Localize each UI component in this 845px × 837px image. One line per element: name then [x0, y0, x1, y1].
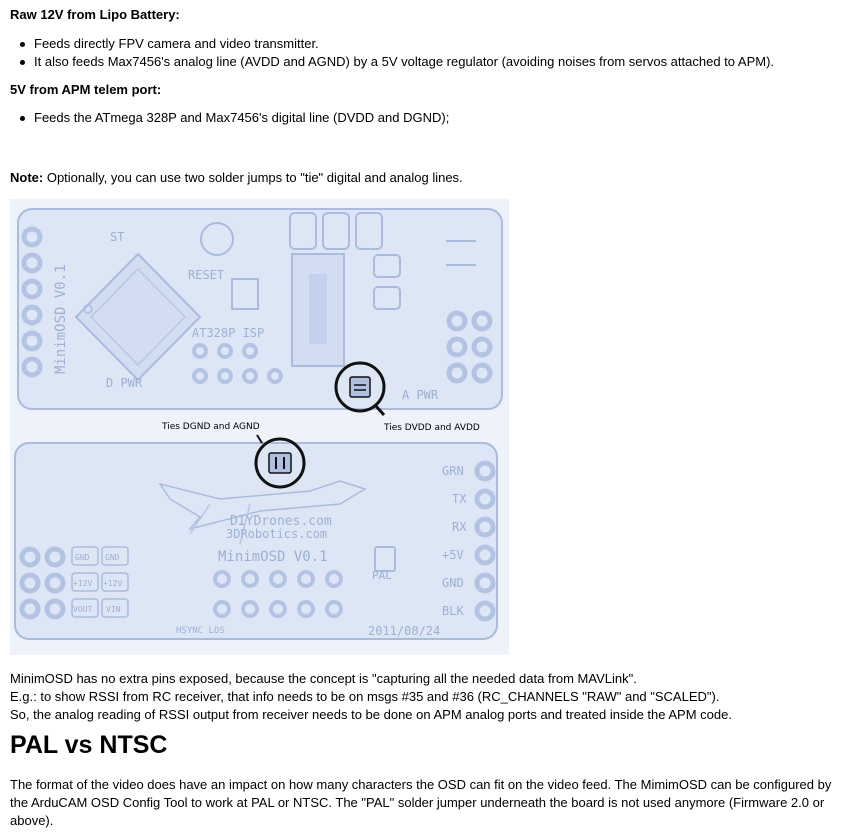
pcb-drawing: MinimOSD V0.1 ST RESET AT328P ISP D PWR …	[14, 208, 503, 640]
pcb-top-board: MinimOSD V0.1 ST RESET AT328P ISP D PWR …	[17, 208, 503, 417]
list-item: Feeds directly FPV camera and video tran…	[10, 35, 835, 53]
silk-hsync: HSYNC LOS	[176, 626, 225, 636]
paragraph-line: So, the analog reading of RSSI output fr…	[10, 707, 732, 722]
section-title-5v-apm: 5V from APM telem port:	[10, 82, 162, 97]
list-5v-apm: Feeds the ATmega 328P and Max7456's digi…	[10, 109, 835, 127]
list-item: It also feeds Max7456's analog line (AVD…	[10, 53, 835, 71]
pad-label: GND	[105, 553, 120, 562]
paragraph-pal-ntsc: The format of the video does have an imp…	[10, 777, 832, 828]
silk-date: 2011/08/24	[368, 624, 440, 638]
silk-pwr-left: D PWR	[106, 376, 143, 390]
pad-label: +12V	[103, 579, 122, 588]
magnifier-top	[334, 361, 386, 413]
note-label: Note:	[10, 170, 44, 185]
silk-version-bottom: MinimOSD V0.1	[218, 549, 328, 565]
pin-label: BLK	[442, 604, 464, 618]
silk-diydrones: DIYDrones.com	[230, 514, 332, 529]
note-paragraph: Note: Optionally, you can use two solder…	[10, 169, 835, 187]
pin-label: GND	[442, 576, 464, 590]
silk-3drobotics: 3DRobotics.com	[226, 527, 327, 541]
heading-pal-vs-ntsc: PAL vs NTSC	[10, 731, 168, 759]
pin-label: RX	[452, 520, 467, 534]
pad-label: VOUT	[73, 605, 92, 614]
silk-version: MinimOSD V0.1	[53, 264, 69, 374]
section-title-raw-12v: Raw 12V from Lipo Battery:	[10, 7, 180, 22]
pad-label: VIN	[106, 605, 121, 614]
silk-st: ST	[110, 230, 124, 244]
silk-pwr-right: A PWR	[402, 388, 439, 402]
pin-label: +5V	[442, 548, 464, 562]
silk-pal: PAL	[372, 569, 392, 582]
magnifier-bottom	[254, 437, 306, 489]
pad-label: GND	[75, 553, 90, 562]
paragraph-line: MinimOSD has no extra pins exposed, beca…	[10, 671, 637, 686]
pin-label: TX	[452, 492, 467, 506]
pad-label: +12V	[73, 579, 92, 588]
pcb-bottom-board: GND GND +12V +12V VOUT VIN GRN TX RX +5V…	[14, 434, 498, 640]
list-item: Feeds the ATmega 328P and Max7456's digi…	[10, 109, 835, 127]
callout-dgnd-agnd: Ties DGND and AGND	[161, 422, 260, 432]
silk-isp: AT328P ISP	[192, 326, 264, 340]
paragraph-line: E.g.: to show RSSI from RC receiver, tha…	[10, 689, 720, 704]
pin-label: GRN	[442, 464, 464, 478]
note-text: Optionally, you can use two solder jumps…	[43, 170, 463, 185]
silk-reset: RESET	[188, 268, 224, 282]
pcb-diagram: MinimOSD V0.1 ST RESET AT328P ISP D PWR …	[10, 199, 509, 655]
list-raw-12v: Feeds directly FPV camera and video tran…	[10, 35, 835, 71]
callout-dvdd-avdd: Ties DVDD and AVDD	[383, 423, 480, 433]
paragraph-minimosd-pins: MinimOSD has no extra pins exposed, beca…	[10, 670, 835, 724]
